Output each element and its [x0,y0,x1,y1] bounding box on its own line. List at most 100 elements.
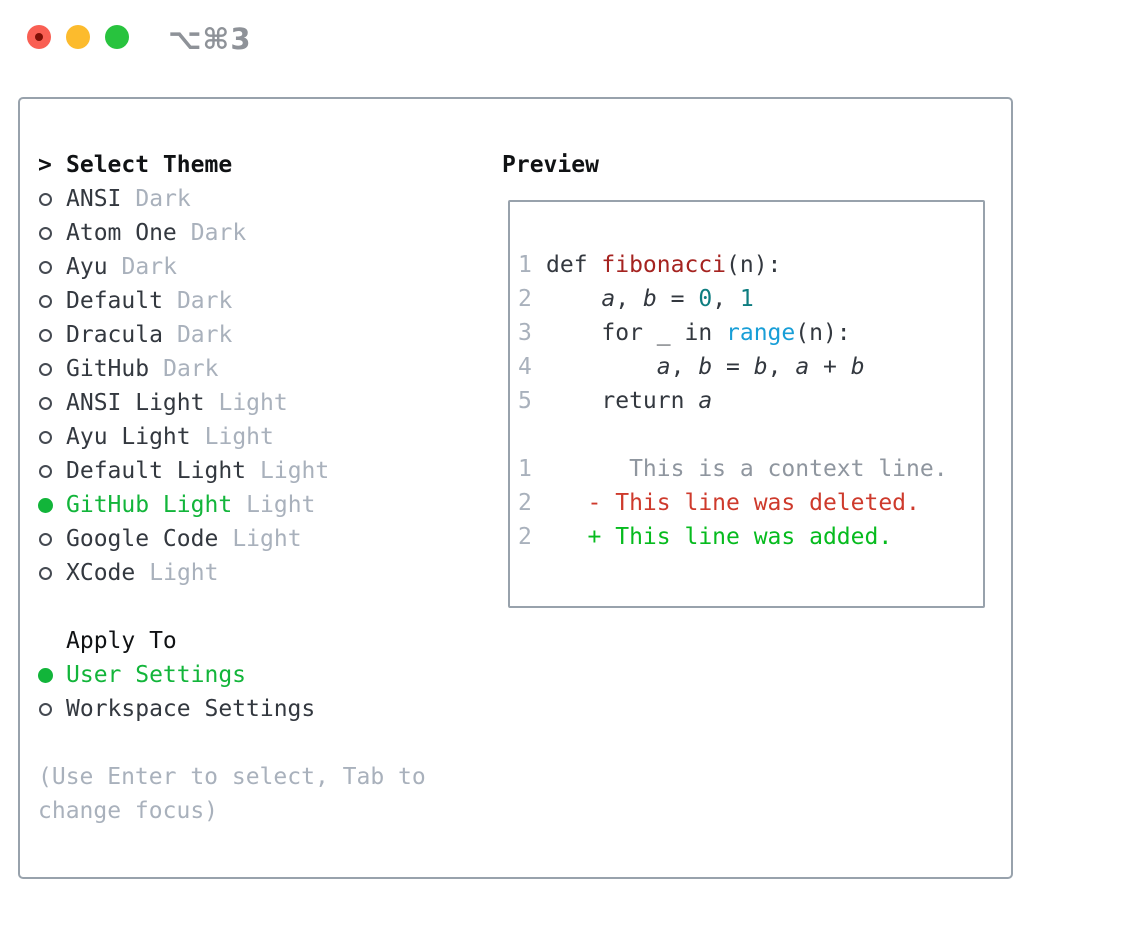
radio-unselected-icon [39,566,52,580]
theme-list-header: > Select Theme [38,148,426,182]
theme-option-label: GitHub [66,356,150,382]
code-token [546,286,601,312]
theme-option[interactable]: XCode Light [38,556,426,590]
theme-option-tag: Dark [176,322,233,348]
code-line: 3 for _ in range(n): [518,316,977,350]
code-line: 5 return a [518,384,977,418]
code-token: , [767,354,796,380]
code-token: range [726,320,796,346]
radio-unselected-icon [39,532,52,546]
theme-option[interactable]: Ayu Dark [38,250,426,284]
code-token: This is a context line. [546,456,948,482]
code-token: b [850,354,865,380]
code-token: = [656,286,699,312]
code-line: 2 + This line was added. [518,520,977,554]
code-line: 2 - This line was deleted. [518,486,977,520]
theme-option-label: XCode [66,560,136,586]
code-token: - This line was deleted. [546,490,920,516]
theme-option-label: Dracula [66,322,163,348]
theme-option-label: Google Code [66,526,219,552]
line-number: 2 [518,286,532,312]
radio-unselected-icon [39,260,52,274]
minimize-button[interactable] [66,25,90,49]
code-token: 0 [698,286,713,312]
theme-option-tag: Dark [121,254,177,280]
radio-slot [38,566,66,580]
radio-unselected-icon [39,226,52,240]
apply-option-label: Workspace Settings [66,696,316,722]
code-token: , [712,286,740,312]
code-line: 2 a, b = 0, 1 [518,282,977,316]
apply-option[interactable]: User Settings [38,658,426,692]
radio-slot [38,464,66,478]
theme-option[interactable]: GitHub Dark [38,352,426,386]
radio-slot [38,226,66,240]
preview-title: Preview [502,152,599,178]
hint-line-1: (Use Enter to select, Tab to [38,764,426,790]
theme-option-label: Default Light [66,458,247,484]
theme-option-tag: Light [246,492,316,518]
radio-slot [38,702,66,716]
focus-caret-icon: > [38,152,52,178]
code-token: , [670,354,699,380]
zoom-button[interactable] [105,25,129,49]
close-dot-icon [35,33,43,41]
radio-unselected-icon [39,328,52,342]
theme-option-tag: Light [232,526,302,552]
radio-unselected-icon [39,294,52,308]
hint-line-2: change focus) [38,798,219,824]
theme-option-label: Atom One [66,220,177,246]
code-token: 1 [739,286,754,312]
theme-option-tag: Dark [163,356,219,382]
theme-option-label: GitHub Light [66,492,233,518]
code-token: , [615,286,643,312]
theme-option-tag: Light [204,424,274,450]
apply-option[interactable]: Workspace Settings [38,692,426,726]
theme-option-tag: Light [149,560,219,586]
code-line: 1 This is a context line. [518,452,977,486]
radio-slot [38,532,66,546]
apply-option-label: User Settings [66,662,247,688]
window-title: ⌥⌘3 [168,22,252,56]
code-token: return [546,388,699,414]
radio-slot [38,192,66,206]
titlebar: ⌥⌘3 [0,0,1140,97]
theme-option-label: ANSI Light [66,390,205,416]
theme-option[interactable]: GitHub Light Light [38,488,426,522]
code-token: def [546,252,602,278]
code-token: a [795,354,810,380]
radio-unselected-icon [39,396,52,410]
theme-option-label: Ayu [66,254,108,280]
code-line [518,418,977,452]
theme-option[interactable]: Google Code Light [38,522,426,556]
code-token: b [642,286,657,312]
radio-selected-icon [38,497,53,513]
line-number: 3 [518,320,532,346]
theme-option-label: Default [66,288,163,314]
code-token [546,354,657,380]
radio-slot [38,260,66,274]
apply-to-title: Apply To [66,628,177,654]
line-number: 5 [518,388,532,414]
radio-slot [38,667,66,683]
code-token: = [712,354,754,380]
radio-slot [38,294,66,308]
radio-unselected-icon [39,430,52,444]
close-button[interactable] [27,25,51,49]
apply-to-header-row: Apply To [38,624,426,658]
theme-option[interactable]: Dracula Dark [38,318,426,352]
radio-selected-icon [38,667,53,683]
line-number: 2 [518,490,532,516]
code-token: fibonacci [601,252,727,278]
